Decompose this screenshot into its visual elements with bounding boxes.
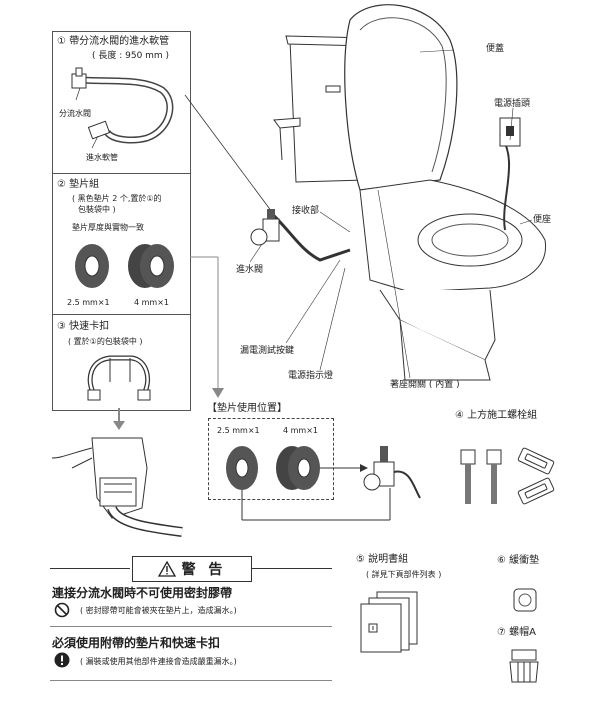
inlet-hose-illustration [71, 67, 174, 149]
gasket-position-title: 【墊片使用位置】 [207, 403, 287, 414]
warning-title-box: 警 告 [132, 556, 252, 582]
item1-title: ① 帶分流水閥的進水軟管 [57, 36, 170, 47]
parts-panel [52, 31, 191, 411]
inlet-valve-label: 進水閥 [236, 265, 264, 275]
gasket-position-b: 4 mm×1 [283, 426, 319, 435]
panel-divider [52, 314, 191, 315]
quick-clip-icon [87, 355, 151, 401]
clip-installed-illustration [51, 437, 183, 537]
manual-set-illustration [360, 591, 418, 653]
gasket-a-icon [75, 244, 109, 288]
down-arrow-icon [113, 408, 125, 430]
gasket-position-illustration [226, 446, 421, 521]
bolt-set-illustration [460, 447, 555, 505]
gasket-position-a: 2.5 mm×1 [217, 426, 260, 435]
leak-test-button-label: 漏電測試按鍵 [240, 346, 295, 356]
item6-title: ⑥ 緩衝墊 [497, 555, 540, 566]
receiver-label: 接收部 [292, 206, 320, 216]
power-plug-label: 電源插頭 [494, 99, 531, 109]
item5-title: ⑤ 說明書組 [356, 554, 409, 565]
branch-valve-label: 分流水閥 [59, 109, 91, 118]
warning-line2: 必須使用附帶的墊片和快速卡扣 [52, 636, 221, 650]
panel-divider [52, 173, 191, 174]
gasket-a-size: 2.5 mm×1 [67, 298, 110, 307]
warning-line1: 連接分流水閥時不可使用密封膠帶 [52, 586, 233, 600]
prohibit-icon [54, 602, 70, 618]
nut-a-icon [509, 649, 539, 683]
cushion-pad-icon [513, 588, 537, 612]
warning-line2-note: ( 漏裝或使用其他部件連接會造成嚴重漏水。) [80, 657, 237, 666]
item7-title: ⑦ 螺帽A [497, 627, 536, 638]
warning-rule [252, 568, 332, 569]
item2-title: ② 墊片組 [57, 179, 100, 190]
gasket-b-size: 4 mm×1 [134, 298, 170, 307]
toilet-illustration [268, 4, 546, 381]
item2-note-2: 包裝袋中 ) [78, 205, 116, 214]
warning-triangle-icon [157, 560, 176, 577]
seat-switch-label: 著座開關 ( 內置 ) [390, 380, 460, 390]
warning-divider [50, 626, 332, 627]
warning-divider [50, 680, 332, 681]
item1-length: ( 長度 : 950 mm ) [92, 51, 170, 61]
inlet-hose-label: 進水軟管 [86, 153, 118, 162]
item2-note-1: ( 黑色墊片 2 个,置於①的 [72, 194, 162, 203]
item3-note: ( 置於①的包裝袋中 ) [68, 337, 143, 346]
seat-label: 便座 [533, 215, 552, 225]
warning-rule [50, 568, 130, 569]
gasket-thickness-note: 墊片厚度與實物一致 [72, 223, 144, 232]
inlet-valve-icon [250, 209, 280, 246]
gasket-b-icon [128, 244, 174, 288]
gasket-position-box [208, 418, 334, 500]
warning-title: 警 告 [181, 562, 227, 578]
item4-title: ④ 上方施工螺栓組 [455, 410, 538, 421]
item5-note: ( 詳見下頁部件列表 ) [366, 570, 442, 579]
item3-title: ③ 快速卡扣 [57, 321, 110, 332]
warning-line1-note: ( 密封膠帶可能會被夾在墊片上，造成漏水。) [80, 606, 237, 615]
power-indicator-label: 電源指示燈 [288, 371, 334, 381]
mandatory-icon [54, 652, 70, 668]
lid-label: 便蓋 [486, 44, 505, 54]
